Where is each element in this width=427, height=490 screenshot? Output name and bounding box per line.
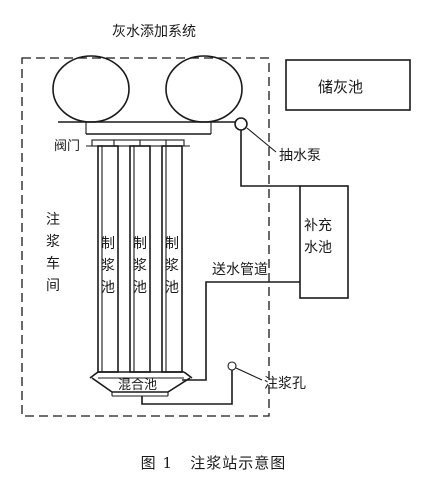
ash-water-tank-left	[52, 55, 130, 123]
figure-title: 注浆站示意图	[190, 454, 287, 472]
ash-water-tank-right	[165, 55, 243, 123]
water-delivery-pipe	[182, 281, 300, 381]
valve-row	[86, 139, 190, 147]
svg-text:浆: 浆	[46, 234, 60, 250]
pump-pipe	[240, 130, 300, 187]
grouting-workshop-label: 注 浆 车 间	[46, 212, 60, 294]
svg-text:注: 注	[46, 212, 60, 228]
svg-text:池: 池	[165, 280, 179, 296]
ash-water-tanks	[52, 55, 243, 135]
valve-bar	[91, 139, 185, 147]
pump-leader	[246, 127, 277, 153]
grout-hole-leader	[235, 367, 263, 381]
svg-text:制: 制	[101, 236, 115, 252]
svg-text:池: 池	[101, 280, 115, 296]
grouting-station-diagram: 灰水添加系统 储灰池 阀门 抽水泵 注 浆 车 间 制 浆 池 制 浆 池 制 …	[21, 24, 411, 417]
make-up-tank-label-1: 补充	[304, 218, 332, 234]
svg-text:车: 车	[46, 255, 60, 272]
ash-storage-label: 储灰池	[318, 78, 363, 96]
ash-water-system-label: 灰水添加系统	[112, 24, 196, 40]
mixing-tank	[89, 371, 193, 397]
slurry-tank-2-label: 制 浆 池	[133, 236, 147, 296]
slurry-tank-1-label: 制 浆 池	[101, 236, 115, 296]
valve-label: 阀门	[54, 139, 80, 154]
svg-text:池: 池	[133, 280, 147, 296]
make-up-water-tank	[299, 185, 349, 299]
pump-label: 抽水泵	[279, 148, 321, 164]
svg-text:浆: 浆	[133, 258, 147, 274]
svg-text:制: 制	[133, 236, 147, 252]
svg-text:浆: 浆	[101, 258, 115, 274]
water-pipe-label: 送水管道	[212, 262, 268, 278]
pump-icon	[234, 117, 248, 131]
slurry-tank-3-label: 制 浆 池	[165, 236, 179, 296]
svg-text:浆: 浆	[165, 258, 179, 274]
grout-hole-marker	[227, 361, 237, 371]
make-up-tank-label-2: 水池	[304, 240, 332, 256]
grout-pipe	[141, 370, 233, 405]
ash-storage-tank	[285, 59, 411, 111]
grout-hole-label: 注浆孔	[264, 376, 306, 392]
grouting-workshop-boundary	[21, 57, 270, 417]
figure-caption: 图 1 注浆站示意图	[0, 452, 427, 473]
svg-text:制: 制	[165, 236, 179, 252]
figure-number: 图 1	[140, 454, 173, 472]
mixing-tank-label: 混合池	[118, 378, 157, 393]
svg-text:间: 间	[46, 278, 60, 294]
